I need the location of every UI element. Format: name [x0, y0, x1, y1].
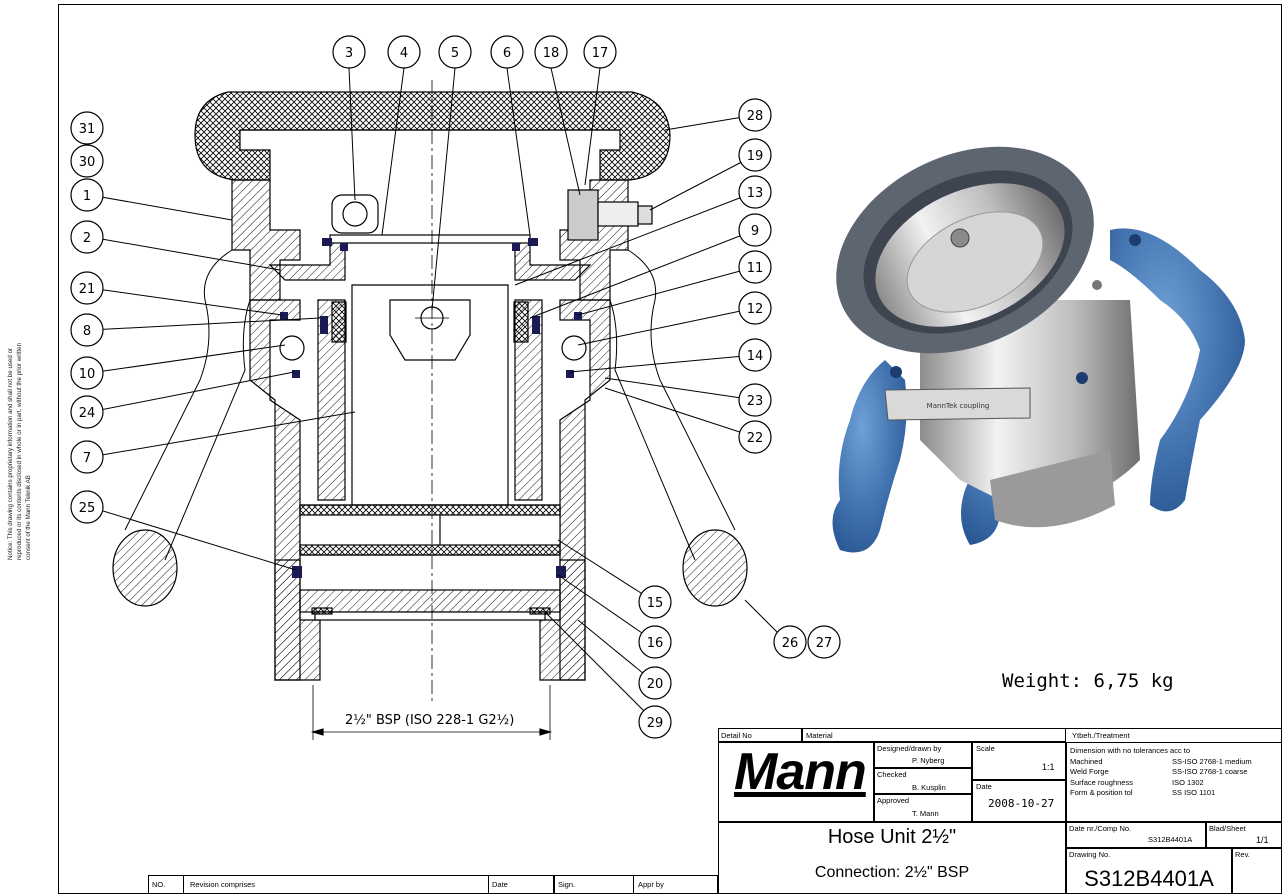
balloon-label: 24: [79, 406, 96, 421]
balloon-label: 17: [592, 46, 609, 61]
balloon-label: 20: [647, 677, 664, 692]
balloon-label: 27: [816, 636, 833, 651]
thread-dimension: 2½" BSP (ISO 228-1 G2½): [345, 713, 515, 728]
drawing-subtitle: Connection: 2½" BSP: [814, 864, 970, 881]
balloon-label: 19: [747, 149, 764, 164]
checked-by: B. Kusplin: [912, 783, 946, 792]
checked-label: Checked: [877, 770, 907, 779]
comp-no-value: S312B4401A: [1148, 835, 1193, 844]
drawing-number: S312B4401A: [1084, 866, 1214, 891]
rev-appr-header: Appr by: [638, 880, 664, 889]
balloon-label: 3: [345, 46, 353, 61]
tol-key: Machined: [1070, 757, 1103, 766]
date-value: 2008-10-27: [988, 797, 1055, 810]
tol-key: Form & position tol: [1070, 788, 1133, 797]
detail-no-label: Detail No: [721, 731, 752, 740]
balloon-label: 22: [747, 431, 764, 446]
balloon-label: 8: [83, 324, 91, 339]
drawing-no-label: Drawing No.: [1069, 850, 1111, 859]
balloon-label: 13: [747, 186, 764, 201]
balloon-label: 26: [782, 636, 799, 651]
tolerances-title: Dimension with no tolerances acc to: [1070, 746, 1191, 755]
comp-no-label: Date nr./Comp No.: [1069, 824, 1132, 833]
approved-by: T. Mann: [912, 809, 939, 818]
balloon-label: 15: [647, 596, 664, 611]
balloon-label: 6: [503, 46, 511, 61]
rev-date-header: Date: [492, 880, 508, 889]
sheet-value: 1/1: [1256, 835, 1269, 845]
balloon-label: 21: [79, 282, 96, 297]
designed-by: P. Nyberg: [912, 756, 945, 765]
balloon-label: 23: [747, 394, 764, 409]
balloon-label: 16: [647, 636, 664, 651]
balloon-label: 5: [451, 46, 459, 61]
balloon-label: 4: [400, 46, 408, 61]
tol-key: Surface roughness: [1070, 778, 1133, 787]
treatment-label: Ytbeh./Treatment: [1072, 731, 1130, 740]
balloon-label: 2: [83, 231, 91, 246]
tol-value: ISO 1302: [1172, 778, 1204, 787]
balloon-label: 28: [747, 109, 764, 124]
rev-comprises-header: Revision comprises: [190, 880, 256, 889]
company-logo: Mann: [734, 743, 867, 801]
scale-value: 1:1: [1042, 762, 1055, 772]
tol-key: Weld Forge: [1070, 767, 1109, 776]
designed-label: Designed/drawn by: [877, 744, 942, 753]
balloon-label: 1: [83, 189, 91, 204]
balloon-label: 11: [747, 261, 764, 276]
rendering-3d: [832, 146, 1245, 553]
tol-value: SS-ISO 2768-1 medium: [1172, 757, 1252, 766]
balloon-label: 25: [79, 501, 96, 516]
scale-label: Scale: [976, 744, 995, 753]
rev-label: Rev.: [1235, 850, 1250, 859]
weight-label: Weight: 6,75 kg: [1002, 670, 1174, 692]
balloon-label: 7: [83, 451, 91, 466]
balloon-label: 18: [543, 46, 560, 61]
balloon-label: 29: [647, 716, 664, 731]
date-label: Date: [976, 782, 992, 791]
material-label: Material: [806, 731, 833, 740]
balloon-numbers: 3 4 5 6 18 17 31 30 1 2 21 8 10 24 7 25 …: [79, 46, 833, 731]
balloon-label: 31: [79, 122, 96, 137]
drawing-title: Hose Unit 2½": [827, 826, 957, 848]
balloon-label: 10: [79, 367, 96, 382]
product-plate-text: MannTek coupling: [927, 402, 990, 410]
rev-sign-header: Sign.: [558, 880, 576, 889]
approved-label: Approved: [877, 796, 910, 805]
tol-value: SS-ISO 2768-1 coarse: [1172, 767, 1248, 776]
balloon-label: 9: [751, 224, 759, 239]
tol-value: SS ISO 1101: [1172, 788, 1216, 797]
balloon-circles: [70, 35, 841, 739]
balloon-label: 12: [747, 302, 764, 317]
leader-lines: [89, 67, 788, 723]
balloon-label: 14: [747, 349, 764, 364]
rev-no-header: NO.: [152, 880, 166, 889]
balloon-label: 30: [79, 155, 96, 170]
sheet-label: Blad/Sheet: [1209, 824, 1246, 833]
